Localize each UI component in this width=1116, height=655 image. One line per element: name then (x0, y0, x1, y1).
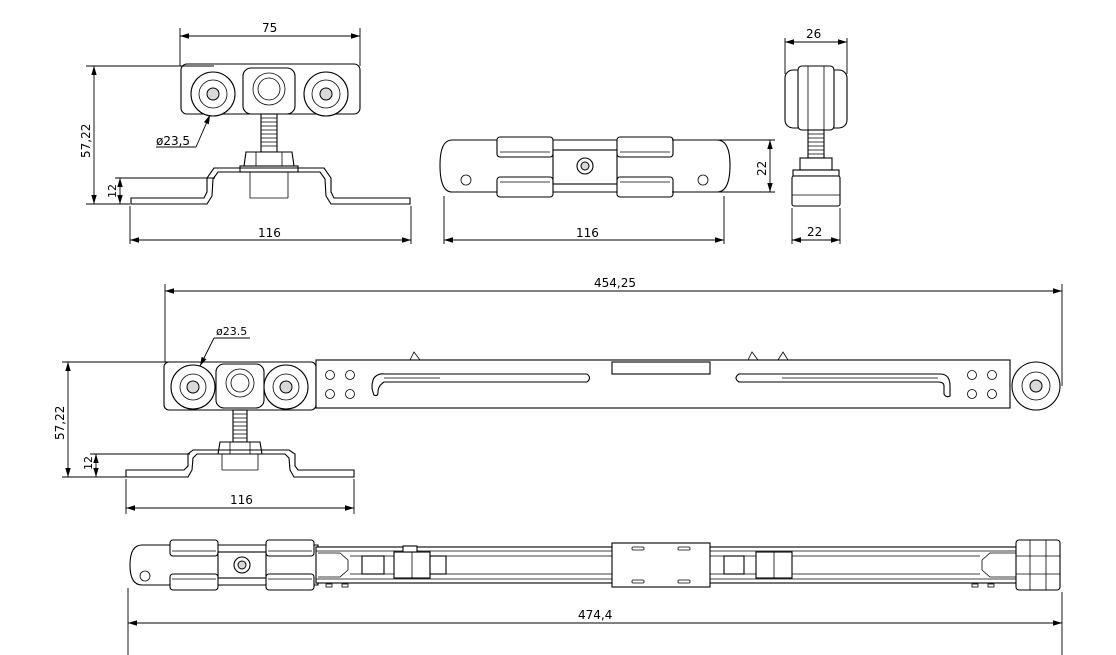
dim-57-22-main: 57,22 (53, 406, 67, 440)
main-assembly-view (125, 351, 1061, 478)
dim-116-front: 116 (258, 226, 281, 240)
plan-view-carriage (439, 136, 731, 198)
dim-116-main: 116 (230, 493, 253, 507)
bottom-plan-view (129, 539, 1061, 591)
bottom-view-dimensions: 474,4 (127, 588, 1063, 655)
dim-116-plan: 116 (576, 226, 599, 240)
dim-454-25: 454,25 (594, 276, 636, 290)
side-view-dimensions: 26 22 (784, 27, 848, 244)
dim-474-4: 474,4 (578, 608, 612, 622)
dim-57-22: 57,22 (79, 124, 93, 158)
front-view-carriage (130, 63, 411, 205)
dim-12: 12 (106, 184, 119, 198)
dim-22-plan: 22 (755, 161, 769, 176)
dim-12-main: 12 (82, 456, 95, 470)
plan-view-dimensions: 116 22 (443, 139, 775, 244)
main-assembly-dimensions: 454,25 ø23.5 57,22 12 116 (53, 276, 1063, 514)
front-view-dimensions: 75 57,22 12 116 ø23,5 (79, 21, 412, 244)
dim-wheel-dia: ø23,5 (156, 134, 190, 148)
dim-75: 75 (262, 21, 277, 35)
dim-wheel-dia-main: ø23.5 (216, 325, 247, 338)
dim-22-side: 22 (807, 225, 822, 239)
side-view-carriage (784, 65, 848, 207)
dim-26: 26 (806, 27, 821, 41)
